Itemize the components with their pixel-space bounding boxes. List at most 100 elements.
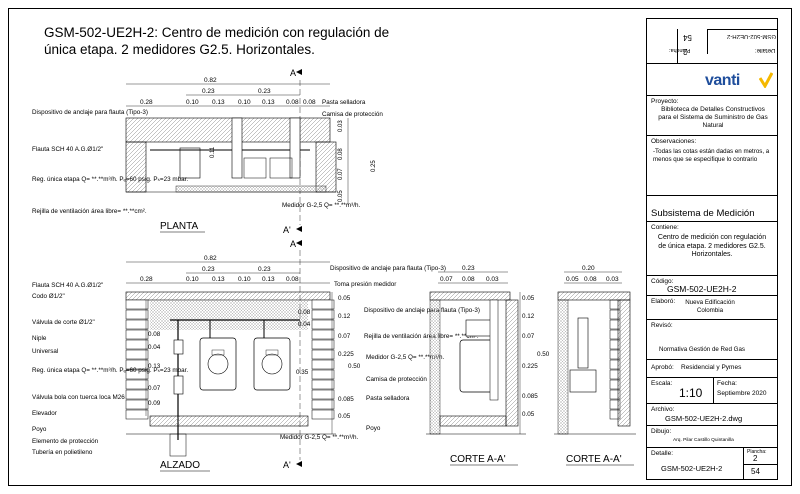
title-block: GSM-502-UE2H-2 Detalle: 54 2 Plancha: va… bbox=[646, 18, 778, 480]
alzado-label-medidor1: Medidor G-2,5 Q= **.**m³/h. bbox=[366, 354, 444, 361]
corte1-right-0.12: 0.12 bbox=[522, 313, 535, 320]
alzado-right-0.35: 0.35 bbox=[296, 369, 309, 376]
brick bbox=[125, 389, 149, 400]
alzado-right-0.04: 0.04 bbox=[298, 321, 311, 328]
brick bbox=[311, 319, 335, 330]
logo-cell: vanti bbox=[647, 63, 777, 95]
alzado-label-toma: Toma presión medidor bbox=[334, 281, 396, 288]
alzado-label-anclaje2: Dispositivo de anclaje para flauta (Tipo… bbox=[364, 307, 480, 314]
brick bbox=[125, 329, 149, 340]
planta-side-0.11: 0.11 bbox=[210, 146, 216, 158]
planta-side-0.08: 0.08 bbox=[338, 148, 344, 160]
plancha-text: 2 bbox=[753, 454, 758, 463]
aprobo-label: Aprobó: bbox=[651, 364, 674, 371]
rotated-detalle-label: Detalle: bbox=[755, 47, 776, 53]
planta-dim-0.23b: 0.23 bbox=[258, 88, 271, 95]
alzado-right-0.05b: 0.05 bbox=[338, 413, 351, 420]
brick bbox=[125, 369, 149, 380]
brick bbox=[311, 339, 335, 350]
planta-label-camisa: Camisa de protección bbox=[322, 111, 383, 118]
corte1-right-0.225: 0.225 bbox=[522, 363, 538, 370]
alzado-left-0.08: 0.08 bbox=[148, 331, 161, 338]
escala-label: Escala: bbox=[651, 380, 673, 387]
alzado-label-elevador: Elevador bbox=[32, 410, 57, 417]
corte1-view: 0.23 0.07 0.08 0.03 0.05 0.12 0.07 0.225… bbox=[426, 265, 550, 466]
contiene-text: Centro de medición con regulación de úni… bbox=[657, 234, 767, 258]
alzado-dim-b: 0.10 bbox=[186, 276, 199, 283]
contiene-label: Contiene: bbox=[651, 224, 679, 231]
planta-dim-0.23a: 0.23 bbox=[202, 88, 215, 95]
corte2-view: 0.20 0.05 0.08 0.03 CORTE A-A' bbox=[554, 265, 636, 466]
alzado-label-codo: Codo Ø1/2" bbox=[32, 293, 65, 300]
rotated-header: GSM-502-UE2H-2 Detalle: 54 2 Plancha: bbox=[647, 19, 778, 63]
planta-dim-0.82: 0.82 bbox=[204, 77, 217, 84]
rotated-plancha-label: Plancha: bbox=[669, 47, 691, 53]
alzado-view-title: ALZADO bbox=[160, 460, 200, 471]
planta-side-0.05a: 0.05 bbox=[338, 190, 344, 202]
num-text: 54 bbox=[751, 467, 760, 476]
alzado-dim-0.50: 0.50 bbox=[348, 363, 361, 370]
rotated-detalle: GSM-502-UE2H-2 bbox=[727, 33, 777, 39]
drawing-frame bbox=[8, 8, 792, 486]
planta-label-anclaje: Dispositivo de anclaje para flauta (Tipo… bbox=[32, 109, 148, 116]
brick bbox=[125, 399, 149, 410]
alzado-right-0.225: 0.225 bbox=[338, 351, 354, 358]
codigo-text: GSM-502-UE2H-2 bbox=[667, 284, 737, 294]
vanti-check-icon bbox=[759, 72, 773, 88]
corte1-right-0.07: 0.07 bbox=[522, 333, 535, 340]
section-a-alzado: A bbox=[290, 239, 296, 249]
alzado-label-bola: Válvula bola con tuerca loca M26 bbox=[32, 394, 125, 401]
alzado-dim-0.82: 0.82 bbox=[204, 255, 217, 262]
brick bbox=[311, 349, 335, 360]
aprobo-text: Residencial y Pymes bbox=[681, 364, 742, 371]
corte1-dim-0.07: 0.07 bbox=[440, 276, 453, 283]
brick bbox=[311, 369, 335, 380]
planta-dim-f: 0.08 bbox=[286, 99, 299, 106]
planta-dim-a: 0.28 bbox=[140, 99, 153, 106]
planta-side-0.25: 0.25 bbox=[371, 160, 377, 172]
brick bbox=[311, 399, 335, 410]
alzado-dim-c: 0.13 bbox=[212, 276, 225, 283]
elaboro-label: Elaboró: bbox=[651, 298, 676, 305]
brick bbox=[125, 339, 149, 350]
brick bbox=[125, 319, 149, 330]
section-a-prime-top: A' bbox=[283, 225, 291, 235]
plancha-label: Plancha: bbox=[747, 449, 767, 455]
alzado-left-0.04: 0.04 bbox=[148, 344, 161, 351]
fecha-text: Septiembre 2020 bbox=[717, 390, 767, 397]
alzado-dim-0.23b: 0.23 bbox=[258, 266, 271, 273]
detalle-label: Detalle: bbox=[651, 450, 674, 457]
corte1-dim-0.50: 0.50 bbox=[537, 351, 550, 358]
alzado-label-rejilla: Rejilla de ventilación área libre= **.**… bbox=[364, 333, 479, 340]
alzado-label-poyo2: Poyo bbox=[366, 425, 381, 432]
corte1-dim-0.03: 0.03 bbox=[486, 276, 499, 283]
rotated-num: 54 bbox=[683, 33, 692, 42]
alzado-right-0.12: 0.12 bbox=[338, 313, 351, 320]
detalle-text: GSM-502-UE2H-2 bbox=[661, 464, 723, 473]
fecha-label: Fecha: bbox=[717, 380, 737, 387]
planta-view-title: PLANTA bbox=[160, 221, 198, 232]
alzado-label-selladora: Pasta selladora bbox=[366, 395, 410, 402]
corte1-right-0.085: 0.085 bbox=[522, 393, 538, 400]
section-a-prime-alzado: A' bbox=[283, 460, 291, 470]
alzado-dim-d: 0.10 bbox=[238, 276, 251, 283]
corte2-dim-0.20: 0.20 bbox=[582, 265, 595, 272]
planta-dim-b: 0.10 bbox=[186, 99, 199, 106]
corte1-right-0.05a: 0.05 bbox=[522, 295, 535, 302]
brick bbox=[125, 359, 149, 370]
planta-dim-d: 0.10 bbox=[238, 99, 251, 106]
planta-label-reg: Reg. única etapa Q= **.**m³/h. Pₑ=60 psi… bbox=[32, 176, 188, 183]
corte1-dim-0.08: 0.08 bbox=[462, 276, 475, 283]
brick bbox=[311, 299, 335, 310]
codigo-label: Código: bbox=[651, 278, 674, 285]
proyecto-text: Biblioteca de Detalles Constructivos par… bbox=[658, 106, 768, 129]
alzado-right-0.05a: 0.05 bbox=[338, 295, 351, 302]
corte1-dim-0.23: 0.23 bbox=[462, 265, 475, 272]
planta-side-0.07: 0.07 bbox=[338, 168, 344, 180]
alzado-label-universal: Universal bbox=[32, 348, 58, 355]
planta-dim-c: 0.13 bbox=[212, 99, 225, 106]
alzado-dim-a: 0.28 bbox=[140, 276, 153, 283]
reviso-text: Normativa Gestión de Red Gas bbox=[659, 346, 745, 353]
corte2-view-title: CORTE A-A' bbox=[566, 454, 622, 465]
observaciones-text: -Todas las cotas están dadas en metros, … bbox=[653, 148, 770, 163]
